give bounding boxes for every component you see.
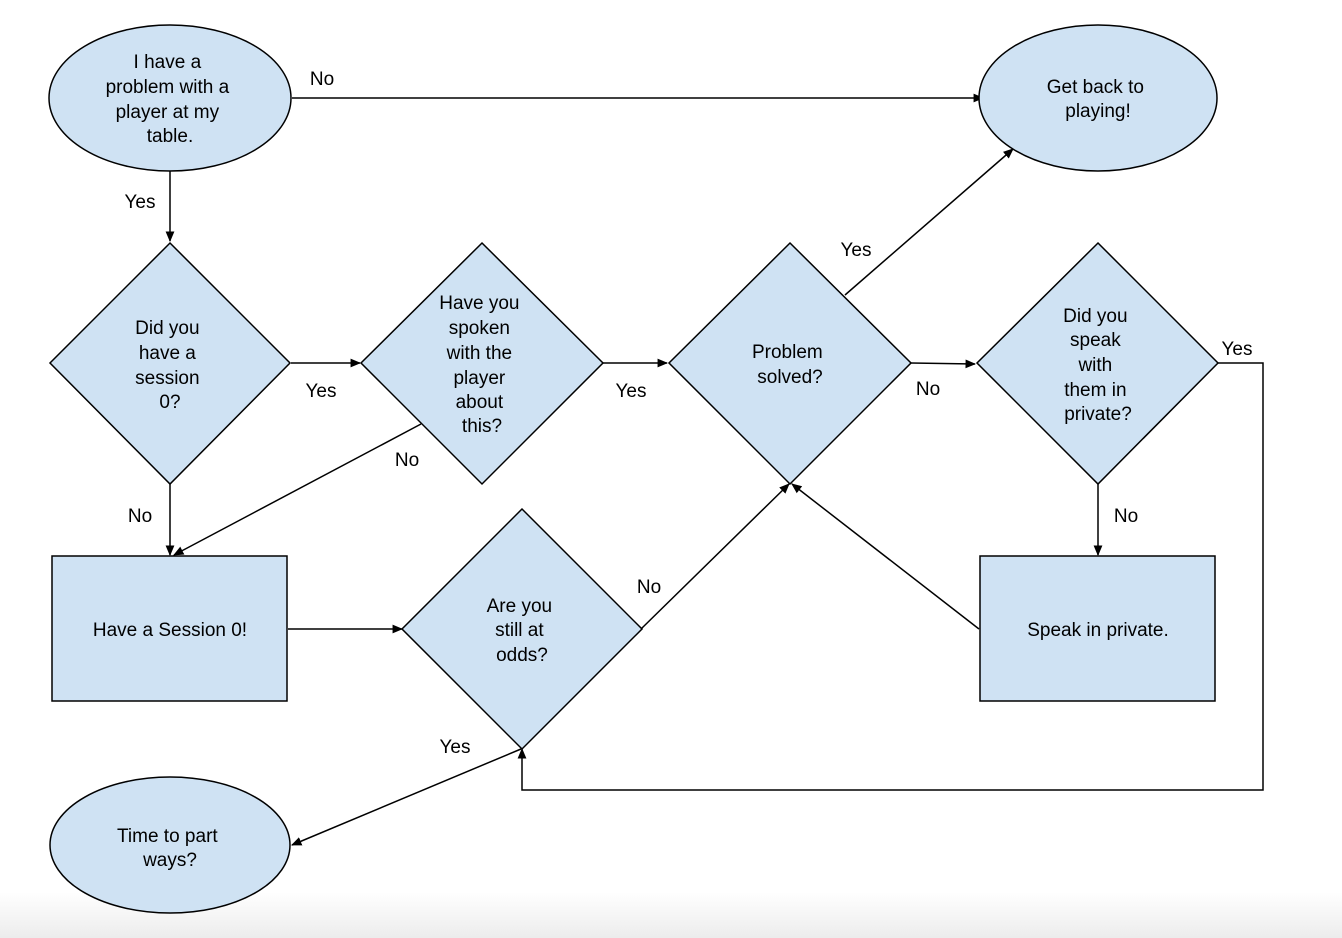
session0-label-line: session [135, 368, 199, 389]
private-label: Did you speak with them in private? [1063, 306, 1133, 425]
solved-diamond [667, 241, 913, 486]
private-label-line: private? [1064, 404, 1132, 425]
edge-private-yes [517, 362, 1264, 791]
have-session0-label-line: Have a Session 0! [93, 620, 247, 641]
start-ellipse [48, 24, 292, 172]
session0-label: Did you have a session 0? [135, 318, 205, 413]
session0-label-line: have a [139, 343, 196, 364]
solved-label: Problem solved? [752, 342, 828, 388]
session0-label-line: Did you [135, 318, 199, 339]
spoken-label: Have you spoken with the player about th… [439, 293, 525, 437]
edge-label-private-yes: Yes [1222, 339, 1253, 360]
edge-label-spoken-no: No [395, 450, 419, 471]
part-ways-label-line: Time to part [117, 826, 218, 847]
edge-labels: No Yes Yes No No Yes Yes No Yes No No Ye… [125, 69, 1253, 758]
start-label: I have a problem with a player at my tab… [106, 52, 235, 147]
edge-label-start-no: No [310, 69, 334, 90]
edge-label-odds-yes: Yes [440, 737, 471, 758]
speak-private-label: Speak in private. [1027, 620, 1169, 641]
edge-spoken-no [173, 423, 422, 556]
private-label-line: them in [1064, 380, 1126, 401]
have-session0-label: Have a Session 0! [93, 620, 247, 641]
spoken-label-line: with the [446, 343, 512, 364]
edge-solved-yes [844, 148, 1014, 296]
nodes: I have a problem with a player at my tab… [48, 24, 1220, 914]
get-back-label-line: playing! [1065, 101, 1131, 122]
node-session0-question: Did you have a session 0? [48, 241, 292, 486]
edge-label-private-no: No [1114, 506, 1138, 527]
have-session0-box [51, 555, 288, 702]
edges [165, 93, 1264, 846]
private-label-line: with [1077, 355, 1112, 376]
speak-private-label-line: Speak in private. [1027, 620, 1169, 641]
get-back-label: Get back to playing! [1047, 77, 1149, 122]
private-diamond [975, 241, 1220, 486]
part-ways-label: Time to part ways? [117, 826, 223, 871]
node-solved-question: Problem solved? [667, 241, 913, 486]
node-start: I have a problem with a player at my tab… [48, 24, 292, 172]
get-back-ellipse [978, 24, 1218, 172]
private-label-line: Did you [1063, 306, 1127, 327]
spoken-diamond [359, 241, 605, 486]
spoken-label-line: this? [462, 416, 502, 437]
spoken-label-line: spoken [449, 318, 510, 339]
start-label-line: problem with a [106, 77, 230, 98]
edge-label-solved-yes: Yes [841, 240, 872, 261]
node-spoken-question: Have you spoken with the player about th… [359, 241, 605, 486]
node-have-session0: Have a Session 0! [51, 555, 288, 702]
odds-label-line: odds? [496, 645, 548, 666]
odds-label-line: Are you [487, 596, 552, 617]
spoken-label-line: player [453, 368, 505, 389]
part-ways-label-line: ways? [142, 850, 197, 871]
edge-label-session0-yes: Yes [306, 381, 337, 402]
edge-speak-to-solved [791, 483, 980, 630]
edge-label-session0-no: No [128, 506, 152, 527]
node-speak-private: Speak in private. [979, 555, 1216, 702]
speak-private-box [979, 555, 1216, 702]
session0-diamond [48, 241, 292, 486]
part-ways-ellipse [49, 776, 291, 914]
edge-solved-no [910, 359, 977, 369]
node-private-question: Did you speak with them in private? [975, 241, 1220, 486]
odds-diamond [400, 507, 644, 751]
edge-label-odds-no: No [637, 577, 661, 598]
edge-label-spoken-yes: Yes [616, 381, 647, 402]
solved-label-line: solved? [757, 367, 823, 388]
get-back-label-line: Get back to [1047, 77, 1144, 98]
spoken-label-line: Have you [439, 293, 519, 314]
node-odds-question: Are you still at odds? [400, 507, 644, 751]
node-part-ways: Time to part ways? [49, 776, 291, 914]
edge-odds-yes [291, 748, 522, 846]
solved-label-line: Problem [752, 342, 823, 363]
start-label-line: player at my [116, 102, 220, 123]
start-label-line: table. [147, 126, 193, 147]
edge-label-start-yes: Yes [125, 192, 156, 213]
session0-label-line: 0? [159, 392, 180, 413]
private-label-line: speak [1070, 330, 1121, 351]
spoken-label-line: about [456, 392, 504, 413]
start-label-line: I have a [134, 52, 202, 73]
odds-label-line: still at [495, 620, 544, 641]
edge-label-solved-no: No [916, 379, 940, 400]
odds-label: Are you still at odds? [487, 596, 558, 666]
edge-odds-no [640, 483, 790, 630]
node-get-back: Get back to playing! [978, 24, 1218, 172]
